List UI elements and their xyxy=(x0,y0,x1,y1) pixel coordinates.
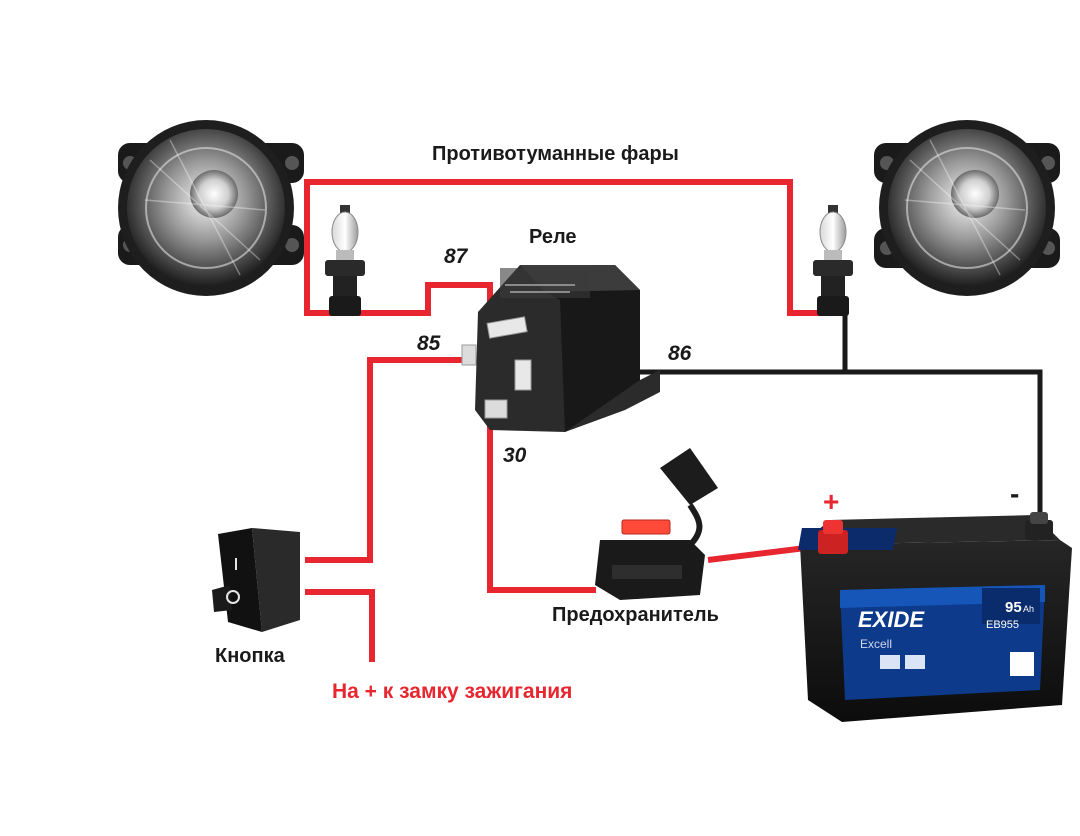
car-battery-icon xyxy=(798,512,1072,722)
button-label: Кнопка xyxy=(215,645,285,667)
wire-lamps-link xyxy=(304,179,820,316)
wire-86 xyxy=(525,369,1043,520)
wire-switch-ignition xyxy=(305,589,375,662)
battery-model-text: EB955 xyxy=(986,619,1019,631)
left-fog-lamp-icon xyxy=(118,120,304,296)
battery-plus-label: + xyxy=(823,486,840,517)
wire-85 xyxy=(305,357,468,563)
wire-87 xyxy=(358,282,493,338)
fuse-label: Предохранитель xyxy=(552,604,719,626)
battery-series-text: Excell xyxy=(860,637,892,651)
left-bulb-icon xyxy=(325,205,365,316)
right-fog-lamp-icon xyxy=(874,120,1060,296)
relay-icon xyxy=(461,265,660,432)
right-bulb-icon xyxy=(813,205,853,316)
relay-label: Реле xyxy=(529,226,577,248)
pin-86-label: 86 xyxy=(668,342,692,365)
fog-lights-title: Противотуманные фары xyxy=(432,143,679,165)
pin-87-label: 87 xyxy=(444,245,468,268)
battery-minus-label: - xyxy=(1010,478,1020,509)
inline-fuse-icon xyxy=(595,448,718,600)
battery-capacity-unit: Ah xyxy=(1023,604,1034,614)
wire-30 xyxy=(487,412,596,593)
battery-capacity-text: 95 xyxy=(1005,599,1022,616)
ground-wires xyxy=(525,313,1043,520)
rocker-switch-icon xyxy=(212,528,300,632)
ignition-label: На + к замку зажигания xyxy=(332,680,573,703)
positive-wires xyxy=(304,179,831,662)
pin-85-label: 85 xyxy=(417,332,441,355)
pin-30-label: 30 xyxy=(503,444,527,467)
battery-brand-text: EXIDE xyxy=(858,607,925,632)
